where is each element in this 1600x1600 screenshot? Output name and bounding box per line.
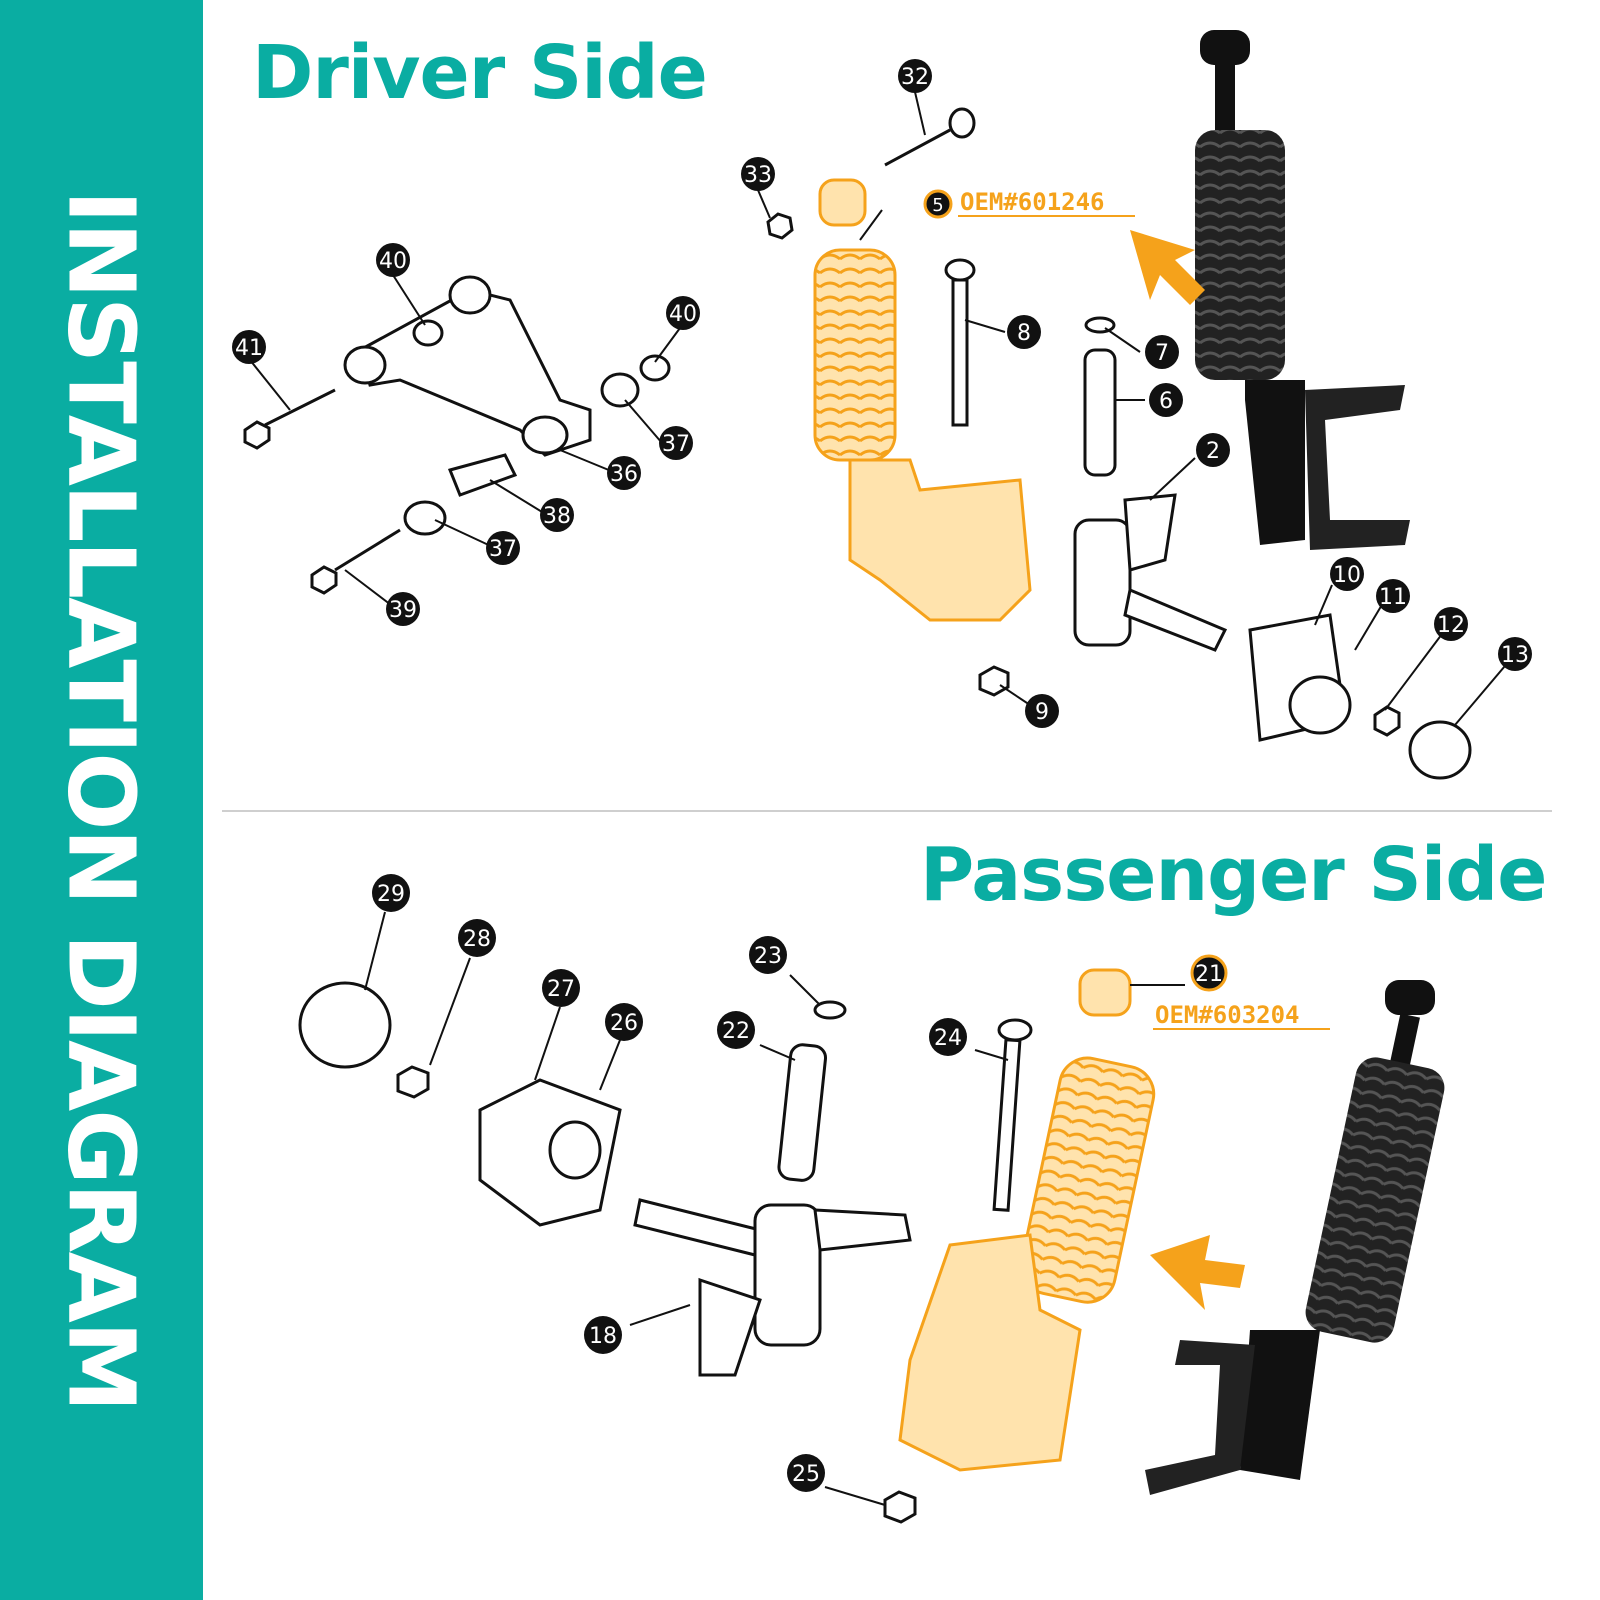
svg-text:12: 12	[1437, 613, 1465, 638]
callout-40a: 40	[376, 243, 410, 277]
callout-24: 24	[929, 1018, 967, 1056]
spindle-18-part	[633, 1198, 912, 1377]
washer-7-part	[1084, 316, 1116, 334]
cap-13-part	[1408, 720, 1472, 780]
leader-lines	[249, 91, 1511, 1506]
callout-6: 6	[1149, 383, 1183, 417]
spacer-6-part	[1083, 348, 1117, 477]
svg-text:11: 11	[1379, 585, 1407, 610]
svg-text:22: 22	[722, 1019, 750, 1044]
svg-text:10: 10	[1333, 563, 1361, 588]
svg-text:32: 32	[901, 65, 929, 90]
svg-text:28: 28	[463, 927, 491, 952]
svg-text:23: 23	[754, 944, 782, 969]
callout-37a: 37	[659, 426, 693, 460]
svg-text:9: 9	[1035, 700, 1049, 725]
svg-text:21: 21	[1195, 962, 1223, 987]
arrow-driver	[1130, 230, 1205, 305]
callout-28: 28	[458, 919, 496, 957]
svg-text:24: 24	[934, 1026, 962, 1051]
callout-26: 26	[605, 1003, 643, 1041]
callout-23: 23	[749, 936, 787, 974]
svg-text:37: 37	[662, 432, 690, 457]
highlighted-shock-5	[813, 178, 1032, 622]
washer-23-part	[813, 1000, 847, 1020]
callout-5: 5	[923, 189, 953, 219]
callout-2: 2	[1196, 433, 1230, 467]
nut-28-part	[396, 1065, 430, 1099]
svg-text:25: 25	[792, 1462, 820, 1487]
callout-11: 11	[1376, 579, 1410, 613]
svg-text:40: 40	[669, 302, 697, 327]
callout-8: 8	[1007, 315, 1041, 349]
svg-text:5: 5	[932, 195, 943, 216]
callout-22: 22	[717, 1011, 755, 1049]
nut-9-part	[978, 665, 1010, 697]
svg-text:27: 27	[547, 977, 575, 1002]
callout-12: 12	[1434, 607, 1468, 641]
sidebar: INSTALLATION DIAGRAM	[0, 0, 203, 1600]
callout-10: 10	[1330, 557, 1364, 591]
bushings-part	[403, 319, 671, 536]
callout-29: 29	[372, 874, 410, 912]
oem-label-passenger: OEM#603204	[1155, 1001, 1300, 1029]
callout-25: 25	[787, 1454, 825, 1492]
svg-text:6: 6	[1159, 389, 1173, 414]
callout-21: 21	[1190, 954, 1228, 992]
bolt-8-part	[944, 258, 976, 427]
svg-text:29: 29	[377, 882, 405, 907]
bolt-39-part	[310, 528, 401, 595]
callout-36: 36	[607, 456, 641, 490]
callout-40b: 40	[666, 296, 700, 330]
svg-text:2: 2	[1206, 439, 1220, 464]
spacer-22-part	[777, 1043, 828, 1182]
svg-text:37: 37	[489, 537, 517, 562]
callout-7: 7	[1145, 335, 1179, 369]
svg-text:33: 33	[744, 163, 772, 188]
driver-side-heading: Driver Side	[252, 30, 708, 116]
bolt-41-part	[243, 388, 336, 450]
svg-text:8: 8	[1017, 321, 1031, 346]
svg-text:39: 39	[389, 598, 417, 623]
svg-text:36: 36	[610, 462, 638, 487]
bolt-24-part	[992, 1018, 1033, 1212]
cap-29-part	[298, 981, 392, 1069]
svg-text:41: 41	[235, 336, 263, 361]
callout-39: 39	[386, 592, 420, 626]
nut-33-part	[766, 212, 794, 240]
passenger-side-heading: Passenger Side	[920, 832, 1547, 918]
callout-18: 18	[584, 1316, 622, 1354]
shock-photo-driver	[1195, 30, 1410, 550]
bolt-32-part	[884, 107, 976, 167]
hub-10-part	[1248, 613, 1352, 742]
callout-9: 9	[1025, 694, 1059, 728]
svg-text:13: 13	[1501, 643, 1529, 668]
svg-text:26: 26	[610, 1011, 638, 1036]
callout-13: 13	[1498, 637, 1532, 671]
callout-32: 32	[898, 59, 932, 93]
svg-text:38: 38	[543, 504, 571, 529]
arrow-passenger	[1150, 1235, 1245, 1310]
nut-25-part	[883, 1490, 917, 1524]
svg-text:18: 18	[589, 1324, 617, 1349]
callout-37b: 37	[486, 531, 520, 565]
shock-photo-passenger	[1145, 980, 1445, 1495]
callout-33: 33	[741, 157, 775, 191]
callout-27: 27	[542, 969, 580, 1007]
oem-label-driver: OEM#601246	[960, 188, 1105, 216]
callout-38: 38	[540, 498, 574, 532]
section-divider	[222, 810, 1552, 812]
callout-41: 41	[232, 330, 266, 364]
highlighted-shock-21	[898, 968, 1156, 1472]
svg-text:40: 40	[379, 249, 407, 274]
hub-26-part	[478, 1078, 622, 1227]
a-arm-part	[343, 275, 592, 457]
spindle-2-part	[1073, 493, 1228, 652]
nut-12-part	[1373, 705, 1401, 737]
svg-text:7: 7	[1155, 341, 1169, 366]
